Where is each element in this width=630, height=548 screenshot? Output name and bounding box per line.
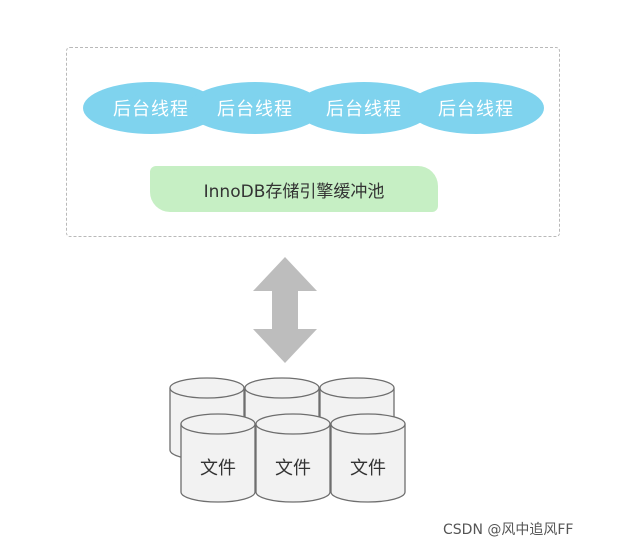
file-label-1: 文件 bbox=[200, 458, 236, 479]
file-label-3: 文件 bbox=[350, 458, 386, 479]
disk-front-3 bbox=[330, 413, 406, 503]
buffer-pool: InnoDB存储引擎缓冲池 bbox=[150, 166, 438, 212]
disk-front-1 bbox=[180, 413, 256, 503]
instance-frame bbox=[66, 47, 560, 237]
disk-front-2 bbox=[255, 413, 331, 503]
watermark: CSDN @风中追风FF bbox=[443, 522, 574, 538]
file-label-2: 文件 bbox=[275, 458, 311, 479]
bidirectional-arrow-icon bbox=[253, 257, 317, 363]
background-thread-4: 后台线程 bbox=[408, 82, 544, 134]
file-storage: 文件 文件 文件 bbox=[169, 377, 406, 503]
